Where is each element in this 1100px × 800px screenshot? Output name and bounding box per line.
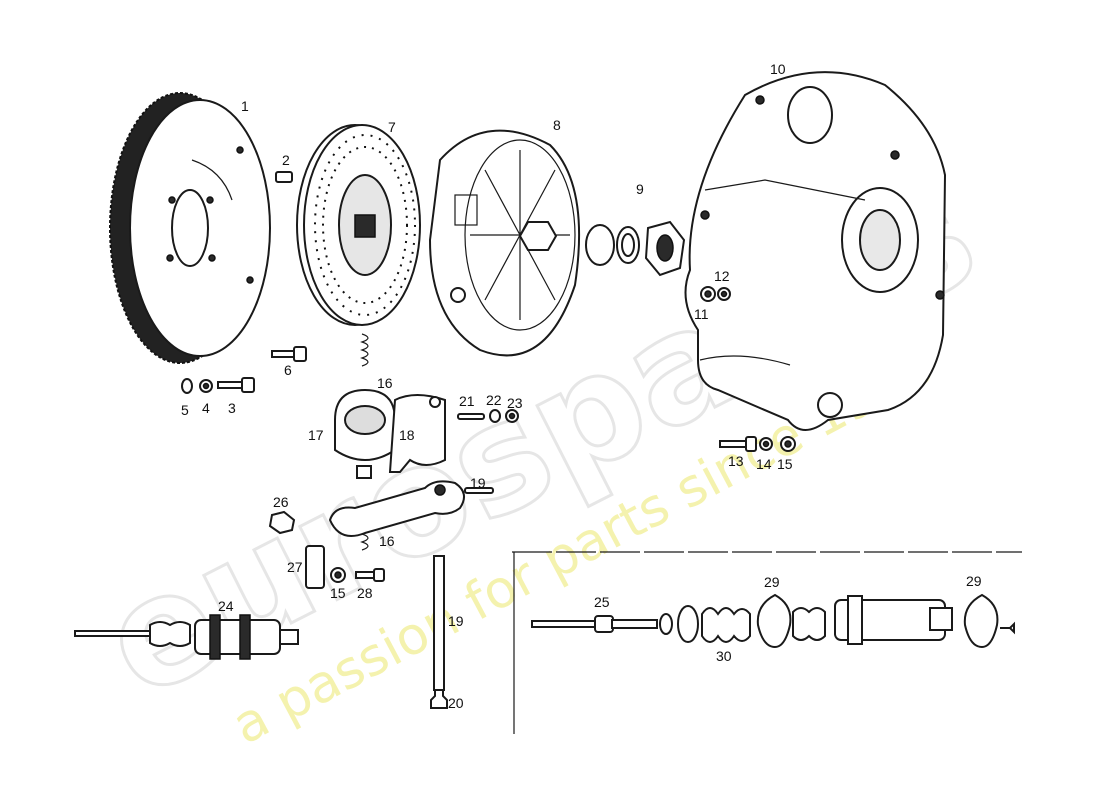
- clip-27: [305, 545, 325, 589]
- callout-5: 5: [181, 402, 189, 418]
- callout-22: 22: [486, 392, 502, 408]
- callout-17: 17: [308, 427, 324, 443]
- callout-7: 7: [388, 119, 396, 135]
- callout-29: 29: [966, 573, 982, 589]
- nut-bolt-15-28: [330, 567, 385, 583]
- callout-2: 2: [282, 152, 290, 168]
- callout-6: 6: [284, 362, 292, 378]
- callout-16: 16: [379, 533, 395, 549]
- clutch-lever: [328, 480, 465, 537]
- callout-16: 16: [377, 375, 393, 391]
- pushrod-25: [531, 615, 658, 633]
- callout-20: 20: [448, 695, 464, 711]
- clutch-disc: [296, 124, 421, 326]
- bolt-13-washers: [719, 436, 796, 452]
- bolt-6: [271, 346, 307, 362]
- callout-23: 23: [507, 395, 523, 411]
- callout-labels: 1 2 3 4 5 6 7 8 9 10 11 12 13 14 15 16 1…: [181, 61, 982, 711]
- slave-cylinder-24: [74, 614, 299, 660]
- pin-21-22-23: [457, 409, 519, 423]
- circlip-29-right: [963, 593, 1015, 649]
- callout-15: 15: [330, 585, 346, 601]
- callout-18: 18: [399, 427, 415, 443]
- panel-divider: [512, 551, 1022, 734]
- circlip-29-left: [756, 593, 792, 649]
- bearing-carrier-17: [334, 388, 396, 479]
- callout-12: 12: [714, 268, 730, 284]
- pressure-plate: [428, 129, 581, 357]
- callout-13: 13: [728, 453, 744, 469]
- callout-15: 15: [777, 456, 793, 472]
- callout-27: 27: [287, 559, 303, 575]
- callout-21: 21: [459, 393, 475, 409]
- bolt-3-washers: [181, 377, 255, 394]
- fork-clip-18: [388, 394, 446, 473]
- callout-26: 26: [273, 494, 289, 510]
- callout-30: 30: [716, 648, 732, 664]
- callout-1: 1: [241, 98, 249, 114]
- callout-25: 25: [594, 594, 610, 610]
- bolt-2: [275, 171, 293, 183]
- nut-washer-11-12: [700, 286, 731, 302]
- bleed-nipple-20: [430, 689, 448, 709]
- callout-24: 24: [218, 598, 234, 614]
- master-cylinder-body: [792, 595, 953, 645]
- callout-8: 8: [553, 117, 561, 133]
- callout-28: 28: [357, 585, 373, 601]
- nut-26: [268, 510, 296, 535]
- callout-10: 10: [770, 61, 786, 77]
- callout-4: 4: [202, 400, 210, 416]
- callout-29: 29: [764, 574, 780, 590]
- pin-19-short: [464, 487, 494, 494]
- flywheel: [109, 92, 271, 364]
- callout-19: 19: [448, 613, 464, 629]
- pushrod-19: [433, 555, 445, 691]
- callout-3: 3: [228, 400, 236, 416]
- spring-16-upper: [360, 333, 369, 367]
- boot-30: [659, 605, 751, 643]
- callout-11: 11: [694, 306, 709, 322]
- bell-housing: [684, 71, 947, 431]
- release-bearing-set: [585, 220, 686, 277]
- callout-19: 19: [470, 475, 486, 491]
- callout-14: 14: [756, 456, 772, 472]
- callout-9: 9: [636, 181, 644, 197]
